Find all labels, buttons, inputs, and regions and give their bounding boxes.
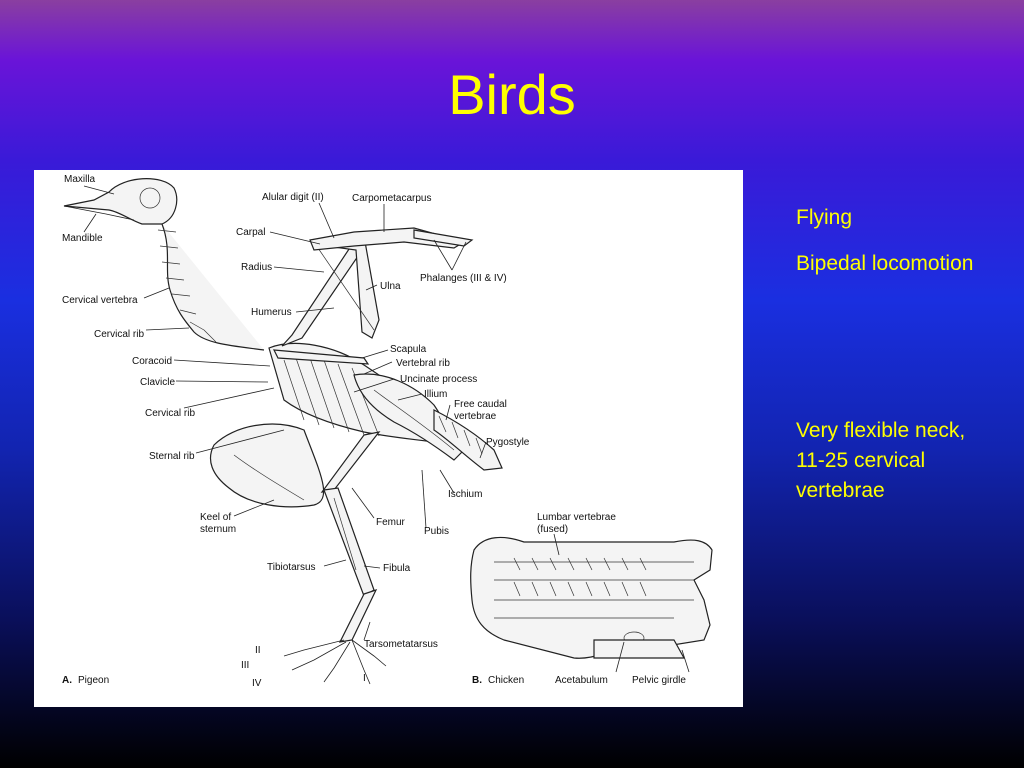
label-cervical-rib-upper: Cervical rib [94, 329, 144, 340]
label-lumbar-line2: (fused) [537, 524, 568, 535]
label-keel-line2: sternum [200, 524, 236, 535]
label-humerus: Humerus [251, 307, 292, 318]
label-keel-line1: Keel of [200, 512, 231, 523]
label-fibula: Fibula [383, 563, 411, 574]
label-digit-iii: III [241, 660, 249, 671]
slide-title: Birds [448, 63, 576, 126]
label-coracoid: Coracoid [132, 356, 172, 367]
pigeon-skeleton [63, 178, 503, 685]
label-ulna: Ulna [380, 281, 401, 292]
label-carpometacarpus: Carpometacarpus [352, 193, 431, 204]
pigeon-labels: Maxilla Mandible Cervical vertebra Cervi… [62, 174, 530, 689]
label-digit-ii: II [255, 645, 261, 656]
label-mandible: Mandible [62, 233, 103, 244]
label-carpal: Carpal [236, 227, 265, 238]
label-alular-digit: Alular digit (II) [262, 192, 324, 203]
label-digit-iv: IV [252, 678, 262, 689]
panel-a-name: Pigeon [78, 675, 109, 686]
label-sternal-rib: Sternal rib [149, 451, 195, 462]
bullet-flying: Flying [796, 206, 853, 229]
chicken-pelvis-drawing [470, 536, 713, 659]
panel-b-name: Chicken [488, 675, 524, 686]
label-scapula: Scapula [390, 344, 427, 355]
label-free-caudal-line1: Free caudal [454, 399, 507, 410]
label-femur: Femur [376, 517, 406, 528]
label-radius: Radius [241, 262, 272, 273]
label-free-caudal-line2: vertebrae [454, 411, 497, 422]
label-vertebral-rib: Vertebral rib [396, 358, 450, 369]
panel-b-letter: B. [472, 675, 482, 686]
label-cervical-vertebra: Cervical vertebra [62, 295, 138, 306]
label-tarsometatarsus: Tarsometatarsus [364, 639, 438, 650]
label-clavicle: Clavicle [140, 377, 175, 388]
label-pubis: Pubis [424, 526, 449, 537]
leader-lines [83, 185, 690, 673]
label-uncinate-process: Uncinate process [400, 374, 477, 385]
label-maxilla: Maxilla [64, 174, 96, 185]
panel-a-letter: A. [62, 675, 72, 686]
bullet-flexible-neck: Very flexible neck, 11-25 cervical verte… [796, 419, 966, 502]
label-acetabulum: Acetabulum [555, 675, 608, 686]
label-pygostyle: Pygostyle [486, 437, 530, 448]
label-illium: Illium [424, 389, 447, 400]
label-digit-i: I [363, 673, 366, 684]
chicken-labels: Lumbar vertebrae (fused) Acetabulum Pelv… [472, 512, 686, 686]
label-tibiotarsus: Tibiotarsus [267, 562, 316, 573]
skeleton-figure: Maxilla Mandible Cervical vertebra Cervi… [34, 170, 743, 707]
skeleton-diagram: Maxilla Mandible Cervical vertebra Cervi… [62, 174, 713, 689]
label-phalanges: Phalanges (III & IV) [420, 273, 507, 284]
label-ischium: Ischium [448, 489, 482, 500]
label-cervical-rib-lower: Cervical rib [145, 408, 195, 419]
label-lumbar-line1: Lumbar vertebrae [537, 512, 616, 523]
label-pelvic-girdle: Pelvic girdle [632, 675, 686, 686]
bullet-bipedal-locomotion: Bipedal locomotion [796, 252, 974, 275]
